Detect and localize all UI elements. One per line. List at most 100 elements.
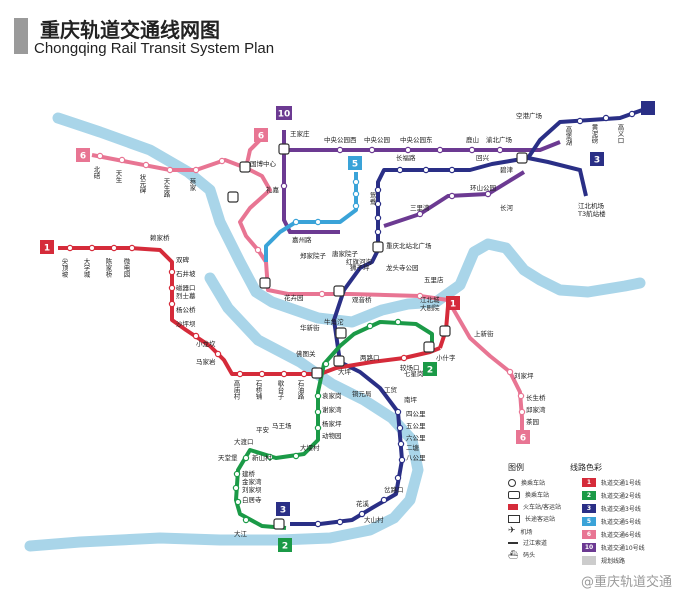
station-dot (398, 456, 406, 464)
legend-line-row: 3 轨道交通3号线 (582, 504, 641, 513)
legend-line-row: 10 轨道交通10号线 (582, 543, 645, 552)
interchange-icon (227, 191, 239, 203)
station-dot (314, 424, 322, 432)
station-dot (336, 518, 344, 526)
label-laijiaqiao: 赖家桥 (150, 233, 170, 242)
legend-symbol-label: 换乘车站 (525, 492, 550, 499)
legend-title-lines: 线路色彩 (570, 463, 602, 472)
label-shiziping: 狮子坪 (350, 264, 370, 272)
label-shuangbei: 双碑 (176, 255, 190, 264)
label-tiantangbao: 天堂堡 (218, 453, 238, 462)
label-dayancun: 大堰村 (300, 443, 320, 452)
station-dot (358, 510, 366, 518)
interchange-icon (239, 161, 251, 173)
station-dot (192, 166, 200, 174)
legend-line-label: 轨道交通2号线 (601, 493, 641, 500)
station-dot (468, 146, 476, 154)
label-zhuangyuanbei: 状元碑 (138, 173, 146, 195)
line-6-badge-text: 6 (80, 152, 86, 162)
label-majiayan: 马家岩 (196, 357, 216, 366)
label-chayuan: 茶园 (526, 417, 539, 426)
label-gaobaohu: 高堡湖 (564, 125, 572, 147)
station-dot (352, 190, 360, 198)
station-dot (366, 322, 374, 330)
label-tangjiayuanzi: 唐家院子 (332, 249, 359, 258)
label-zhongyang-w: 中央公园西 (324, 135, 357, 144)
label-zhengjiayuanzi: 郑家院子 (300, 251, 327, 260)
legend-symbol-row: 过江索道 (508, 538, 547, 547)
stations-line-1 (66, 244, 408, 378)
legend-line-row: 2 轨道交通2号线 (582, 491, 641, 500)
line-3-badge-south (276, 502, 290, 516)
label-wangjiazhuang: 王家庄 (290, 129, 310, 138)
line-2-badge (423, 362, 437, 376)
station-dot (242, 454, 250, 462)
station-dot (416, 210, 424, 218)
station-dot (300, 370, 308, 378)
station-dot (400, 354, 408, 362)
label-jinjiawan: 金家湾 (242, 477, 262, 486)
yangtze-river (24, 272, 424, 552)
station-dot (396, 166, 404, 174)
label-chongqingbei-n: 重庆北站北广场 (386, 241, 432, 250)
interchange-icon (335, 327, 347, 339)
label-lieshimu: 烈士墓 (176, 291, 196, 300)
station-dot (518, 408, 526, 416)
station-dot (168, 300, 176, 308)
station-dot (322, 360, 330, 368)
station-dot (628, 110, 636, 118)
line-3 (290, 106, 649, 526)
label-shiqiaopu: 石桥铺 (254, 380, 262, 401)
line-6-badge-north-text: 6 (258, 132, 264, 142)
stations-line-3 (314, 110, 636, 528)
legend-symbol-row: 换乘车站 (508, 478, 545, 487)
line-1-badge (40, 240, 54, 254)
line-2-badge-south (278, 538, 292, 552)
label-huanshan: 环山公园 (470, 183, 496, 192)
station-dot (394, 318, 402, 326)
station-dot (496, 146, 504, 154)
interchange-icon (439, 325, 451, 337)
stations-line-5 (292, 178, 360, 226)
station-dot (254, 246, 262, 254)
interchange-icon (516, 152, 528, 164)
station-dot (233, 470, 241, 478)
legend-line-label: 轨道交通10号线 (601, 545, 645, 552)
label-baijusi: 白居寺 (242, 495, 262, 504)
ferry-icon: ⛴ (508, 550, 519, 559)
label-qixinggang: 七星岗 (404, 369, 424, 378)
label-zhongyang-e: 中央公园东 (400, 135, 433, 144)
label-guanyinqiao: 观音桥 (352, 295, 372, 304)
station-dot (374, 186, 382, 194)
label-daxuecheng: 大学城 (82, 257, 90, 279)
airplane-icon: ✈ (508, 526, 516, 536)
label-t3: T3航站楼 (577, 209, 606, 218)
station-dot (258, 370, 266, 378)
label-beibei: 北碚 (92, 166, 100, 181)
weibo-watermark: @重庆轨道交通 (580, 575, 672, 590)
label-wugongli: 五公里 (406, 422, 426, 430)
station-dot (292, 218, 300, 226)
label-gaomiaocun: 高庙村 (232, 379, 240, 400)
station-dot (88, 244, 96, 252)
station-dot (436, 146, 444, 154)
station-dot (374, 200, 382, 208)
label-zhongyang: 中央公园 (364, 135, 390, 144)
legend-symbol-label: 码头 (523, 552, 536, 559)
station-labels: 王家庄 中央公园西 中央公园 中央公园东 鹿山 渝北广场 空港广场 国博中心 礼… (150, 111, 606, 538)
station-dot (234, 498, 242, 506)
line-5-badge (348, 156, 362, 170)
label-changhe: 长河 (500, 203, 514, 212)
line-10-south (282, 150, 340, 234)
map-title-en: Chongqing Rail Transit System Plan (34, 40, 275, 57)
station-dot (118, 156, 126, 164)
legend-line-label: 轨道交通6号线 (601, 532, 641, 539)
station-dot (352, 178, 360, 186)
label-gongmao: 工贸 (384, 385, 398, 394)
label-lushan: 鹿山 (466, 135, 479, 144)
station-dot (128, 244, 136, 252)
legend-line-row: 5 轨道交通5号线 (582, 517, 641, 526)
station-dot (236, 370, 244, 378)
label-nanping: 南坪 (404, 395, 418, 404)
